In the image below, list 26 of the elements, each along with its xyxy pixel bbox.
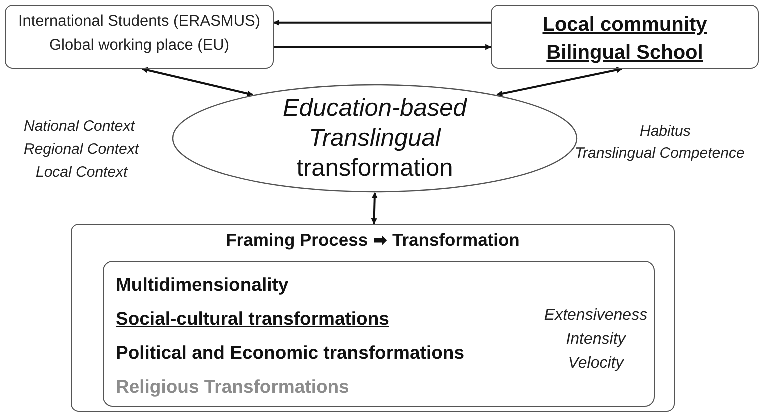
inner-box [103,261,655,407]
ellipse-text: Education-based Translingual transformation [282,94,468,184]
frame-box [71,224,675,412]
source-text: Global working place (EU) [48,36,231,56]
community-text: Local community [542,13,708,38]
transformation-item: Political and Economic transformations [116,342,464,364]
transformation-item: Multidimensionality [116,274,289,296]
source-text: International Students (ERASMUS) [17,12,262,32]
text-box [491,5,759,69]
transformation-item: Social-cultural transformations [116,308,390,330]
context-label: Translingual Competence [575,145,745,162]
context-label: Habitus [640,123,691,140]
context-label: Regional Context [24,141,140,158]
ellipse-node [172,84,578,193]
transformation-item: Religious Transformations [116,376,350,398]
dimension-list: Extensiveness Intensity Velocity [540,304,652,376]
context-label: National Context [24,118,135,135]
community-text: Bilingual School [546,41,704,66]
frame-title: Framing Process ➡ Transformation [225,230,521,251]
arrow [274,44,492,50]
arrow [496,67,623,97]
arrow [371,192,378,225]
arrow [273,20,491,26]
text-box [5,5,274,69]
context-label: Local Context [36,164,128,181]
arrow [142,67,254,97]
